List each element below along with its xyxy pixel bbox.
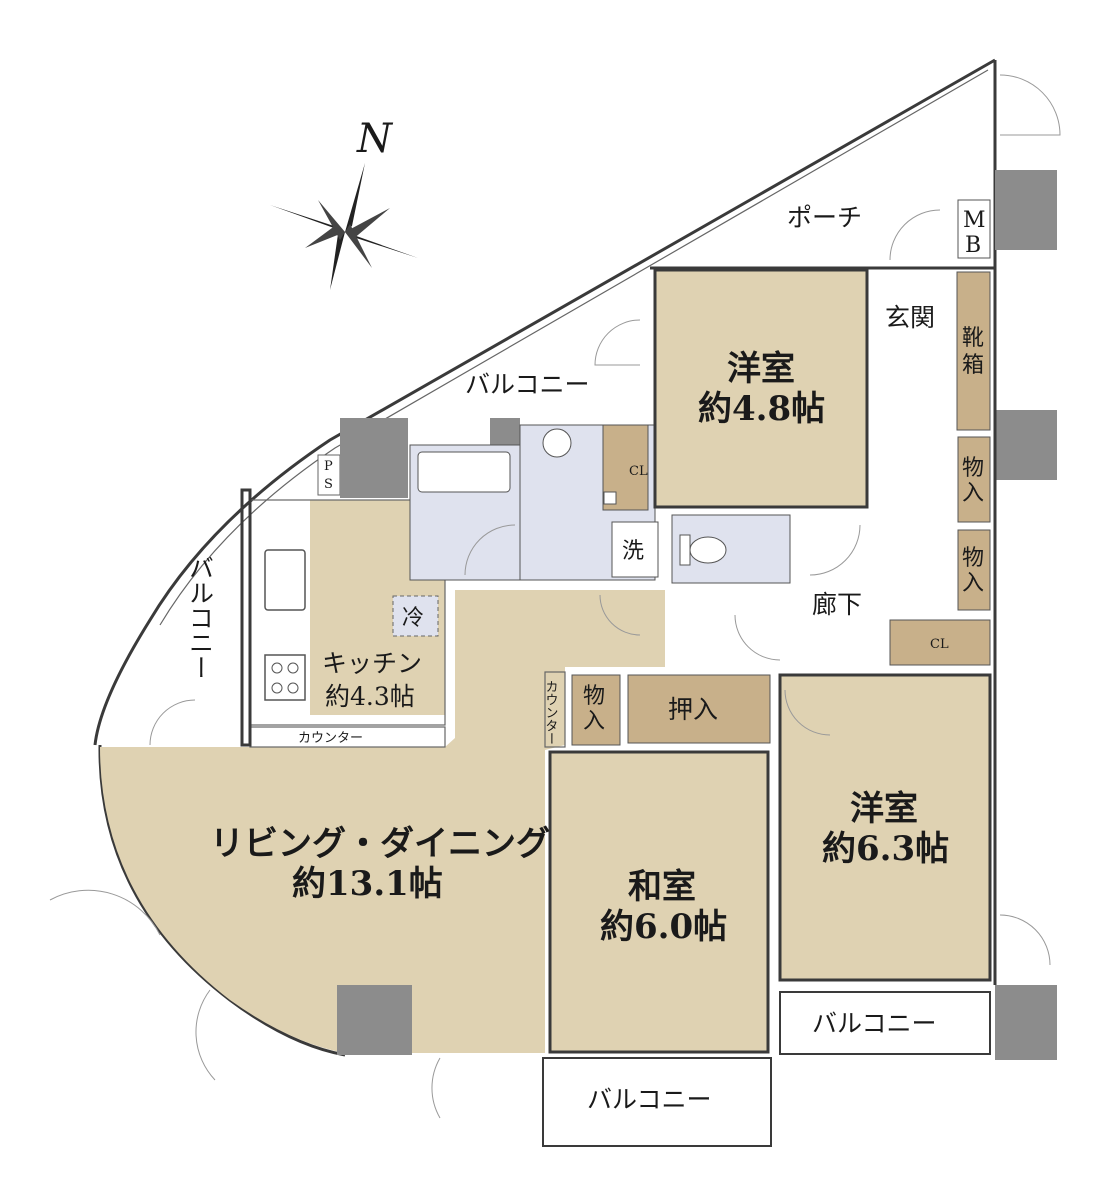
balcony-west-label: バルコニー: [186, 555, 215, 680]
washing-label: 洗: [622, 539, 644, 564]
pillar: [337, 985, 412, 1055]
shoe-box: [956, 271, 991, 431]
porch-label: ポーチ: [787, 203, 862, 232]
pillar: [995, 410, 1057, 480]
japanese-room-floor: [548, 750, 770, 1054]
svg-text:P: P: [324, 459, 333, 474]
living-dining-floor: [100, 590, 665, 1053]
meter-box: [957, 199, 991, 259]
japanese-room-name: 和室: [628, 867, 696, 907]
pillar: [995, 985, 1057, 1060]
balcony-south-2: [542, 1057, 772, 1147]
bathtub-icon: [417, 451, 511, 493]
north-label: N: [356, 116, 394, 162]
svg-text:入: 入: [962, 571, 984, 596]
stove-icon: [264, 654, 306, 701]
fridge-label: 冷: [402, 606, 424, 631]
svg-text:CL: CL: [930, 637, 949, 652]
western-room-1-size: 約4.8帖: [698, 389, 825, 429]
svg-text:物: 物: [962, 456, 984, 481]
oshiire-label: 押入: [668, 695, 718, 724]
closet-2: [889, 619, 991, 666]
washing-machine-space: [611, 521, 659, 578]
western-room-1-floor: [653, 268, 869, 509]
entrance-label: 玄関: [885, 303, 935, 332]
oshiire: [627, 674, 771, 744]
svg-text:S: S: [324, 477, 333, 492]
storage-3: [571, 674, 621, 746]
storage-1: [957, 436, 991, 523]
balcony-north-label: バルコニー: [465, 370, 590, 399]
svg-text:箱: 箱: [962, 353, 984, 378]
svg-text:物: 物: [962, 546, 984, 571]
sink-icon: [264, 549, 306, 611]
storage-2: [957, 529, 991, 611]
svg-text:入: 入: [962, 481, 984, 506]
western-room-2-size: 約6.3帖: [822, 829, 949, 869]
washbasin-icon: [542, 428, 572, 458]
svg-text:入: 入: [583, 709, 605, 734]
western-room-2-floor: [778, 673, 992, 982]
hallway-label: 廊下: [812, 590, 862, 619]
western-room-2-name: 洋室: [850, 789, 918, 829]
counter-vertical-label: カウンター: [543, 680, 558, 745]
compass-icon: [270, 163, 418, 290]
kitchen-counter-label: カウンター: [298, 731, 363, 746]
door-swings: [49, 74, 1061, 1119]
svg-text:B: B: [965, 233, 981, 258]
living-dining-size: 約13.1帖: [292, 864, 443, 904]
pillar: [995, 170, 1057, 250]
svg-text:M: M: [963, 208, 986, 233]
kitchen-name: キッチン: [322, 649, 422, 678]
closet-1: [602, 424, 649, 511]
pillar: [340, 418, 408, 498]
svg-text:バルコニー: バルコニー: [812, 1009, 937, 1038]
fridge-space: [392, 595, 439, 637]
balcony-south-1: [779, 991, 991, 1055]
living-dining-name: リビング・ダイニング: [210, 824, 550, 864]
pillar: [490, 418, 520, 448]
toilet-icon: [679, 534, 691, 566]
svg-text:バルコニー: バルコニー: [587, 1085, 712, 1114]
kitchen-size: 約4.3帖: [325, 682, 415, 711]
living-curved-wall: [98, 744, 346, 1057]
svg-text:靴: 靴: [962, 326, 984, 351]
svg-text:物: 物: [583, 684, 605, 709]
western-room-1-name: 洋室: [727, 349, 795, 389]
japanese-room-size: 約6.0帖: [600, 907, 727, 947]
svg-text:CL: CL: [629, 464, 648, 479]
